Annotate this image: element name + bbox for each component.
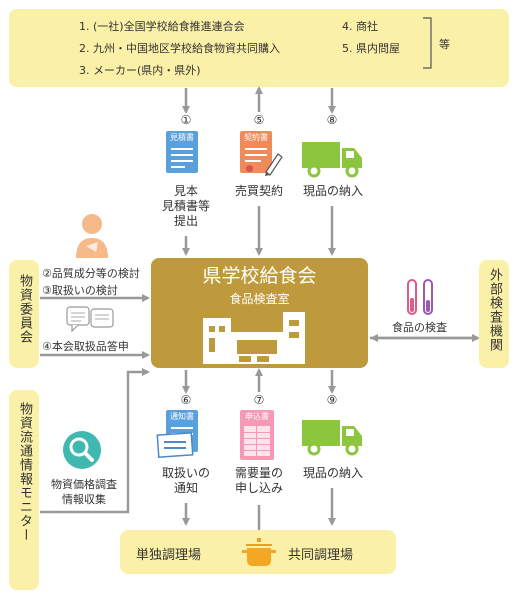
center-box: 県学校給食会 食品検査室 bbox=[151, 258, 368, 368]
committee-line-2: ③取扱いの検討 bbox=[42, 284, 118, 297]
flow-1-label: 見本 見積書等 提出 bbox=[161, 184, 210, 228]
flow-7-number: ⑦ bbox=[253, 393, 265, 407]
committee-box: 物資委員会 bbox=[9, 260, 39, 368]
monitor-title: 物資流通情報モニター bbox=[17, 402, 32, 542]
stacked-papers-icon bbox=[156, 432, 194, 458]
kitchens-box: 単独調理場 共同調理場 bbox=[120, 530, 396, 574]
external-box: 外部検査機関 bbox=[479, 260, 509, 368]
test-tubes-icon bbox=[407, 279, 433, 315]
magnifier-icon bbox=[63, 431, 101, 469]
person-icon bbox=[76, 214, 108, 258]
flow-5-label: 売買契約 bbox=[234, 184, 283, 198]
flow-1-number: ① bbox=[180, 113, 192, 127]
committee-line-1: ②品質成分等の検討 bbox=[42, 267, 140, 280]
estimate-doc-tag: 見積書 bbox=[170, 133, 194, 142]
flow-9-number: ⑨ bbox=[326, 393, 338, 407]
supplier-box: 1. (一社)全国学校給食推進連合会 2. 九州・中国地区学校給食物資共同購入 … bbox=[9, 9, 509, 87]
pen-icon bbox=[265, 153, 283, 176]
flow-8-number: ⑧ bbox=[326, 113, 338, 127]
contract-document-icon: 契約書 bbox=[240, 131, 272, 173]
flow-9-label: 現品の納入 bbox=[302, 466, 363, 480]
chat-bubbles-icon bbox=[66, 306, 114, 333]
committee-title: 物資委員会 bbox=[17, 274, 32, 344]
notice-doc-tag: 通知書 bbox=[170, 412, 194, 421]
application-doc-tag: 申込書 bbox=[245, 412, 269, 421]
delivery-truck-bottom-icon bbox=[302, 420, 362, 456]
building-icon bbox=[203, 312, 305, 364]
kitchen-left-label: 単独調理場 bbox=[136, 548, 202, 563]
arrow-monitor bbox=[40, 368, 150, 514]
flow-6-number: ⑥ bbox=[180, 393, 192, 407]
center-title: 県学校給食会 bbox=[202, 265, 317, 287]
contract-doc-tag: 契約書 bbox=[244, 133, 268, 142]
flow-8-label: 現品の納入 bbox=[302, 184, 363, 198]
flow-7-label: 需要量の 申し込み bbox=[234, 466, 283, 495]
supplier-item-5: 5. 県内問屋 bbox=[342, 42, 400, 55]
application-document-icon: 申込書 bbox=[240, 410, 274, 460]
monitor-box: 物資流通情報モニター bbox=[9, 390, 39, 590]
supplier-item-4: 4. 商社 bbox=[342, 20, 378, 33]
supplier-etc: 等 bbox=[439, 38, 450, 51]
external-arrow-label: 食品の検査 bbox=[392, 321, 447, 334]
cooking-pot-icon bbox=[242, 538, 276, 566]
supplier-item-3: 3. メーカー(県内・県外) bbox=[79, 64, 201, 77]
center-subtitle: 食品検査室 bbox=[229, 292, 290, 306]
delivery-truck-icon bbox=[302, 142, 362, 178]
flow-6-label: 取扱いの 通知 bbox=[161, 466, 210, 495]
external-title: 外部検査機関 bbox=[487, 268, 502, 352]
kitchen-right-label: 共同調理場 bbox=[288, 548, 354, 563]
supplier-item-2: 2. 九州・中国地区学校給食物資共同購入 bbox=[79, 42, 280, 55]
flow-5-number: ⑤ bbox=[253, 113, 265, 127]
supplier-item-1: 1. (一社)全国学校給食推進連合会 bbox=[79, 20, 245, 33]
bracket-icon bbox=[423, 17, 432, 69]
committee-line-3: ④本会取扱品答申 bbox=[42, 340, 129, 353]
estimate-document-icon: 見積書 bbox=[166, 131, 198, 173]
monitor-label: 物資価格調査 情報収集 bbox=[51, 478, 117, 506]
